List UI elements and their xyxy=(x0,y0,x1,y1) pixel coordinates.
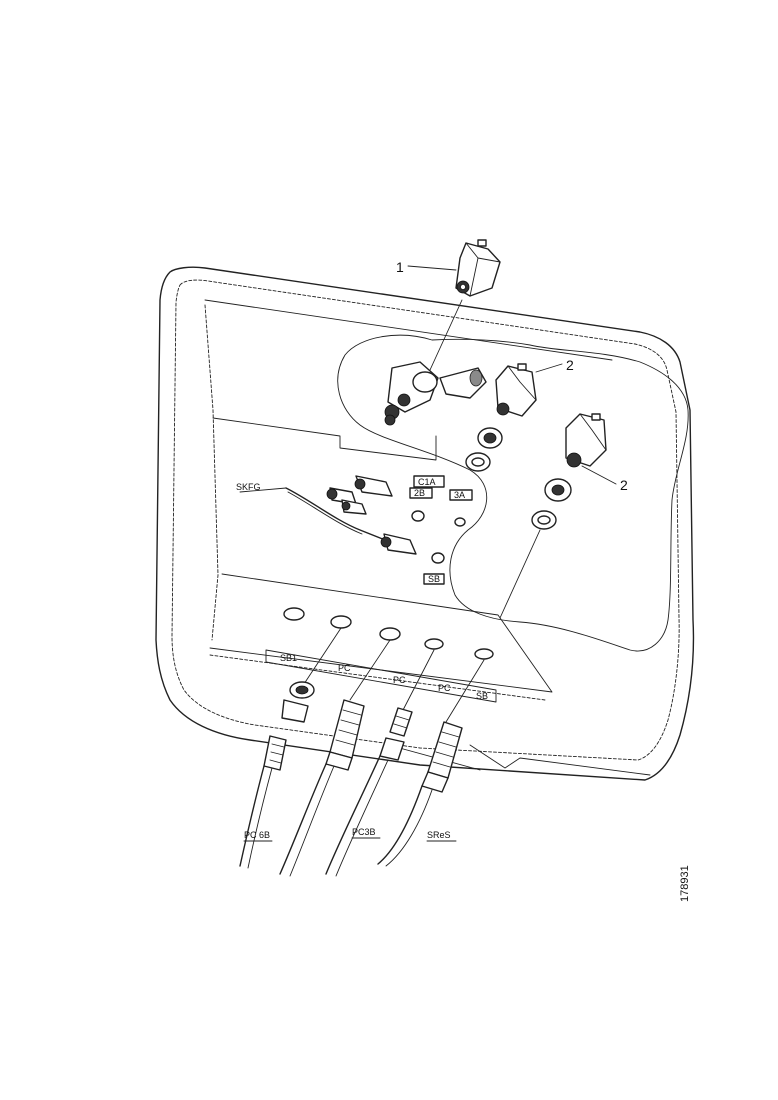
tag-panel-5: SB xyxy=(476,691,488,701)
cable-label-pc3b: PC3B xyxy=(352,827,376,837)
leader-line-2-upper xyxy=(535,363,563,373)
callout-label-1: 1 xyxy=(396,259,404,275)
tag-plate-c1a: C1A xyxy=(418,477,436,487)
front-panel: SB1 PC PC PC SB xyxy=(265,607,497,723)
tag-panel-4: PC xyxy=(438,683,451,693)
housing-outline xyxy=(155,266,695,781)
tag-plate-2b: 2B xyxy=(414,488,425,498)
cable-label-pc6b: PC 6B xyxy=(244,830,270,840)
cable-label-sres: SReS xyxy=(427,830,451,840)
tag-panel-2: PC xyxy=(338,663,351,673)
cable-connectors xyxy=(263,681,463,793)
figure-number: 178931 xyxy=(679,865,691,902)
cables xyxy=(239,755,433,877)
callout-label-2-upper: 2 xyxy=(566,357,574,373)
tag-panel-3: PC xyxy=(393,675,406,685)
relay-item-2-upper: 2 xyxy=(465,357,574,472)
relay-item-2-right: 2 xyxy=(499,413,628,619)
tag-panel-1: SB1 xyxy=(280,653,297,663)
elbow-connector-cluster xyxy=(384,361,487,426)
tag-plate-sb: SB xyxy=(428,574,440,584)
cable-label-group: PC 6B PC3B SReS xyxy=(243,827,457,842)
tag-skfg: SKFG xyxy=(236,482,261,492)
tag-plate-3a: 3A xyxy=(454,490,465,500)
leader-line-2-right xyxy=(581,465,617,485)
wiring-loom-outline xyxy=(337,334,689,652)
relay-item-1: 1 xyxy=(396,239,501,371)
callout-label-2-right: 2 xyxy=(620,477,628,493)
skfg-harness: SKFG C1A 2B 3A SB xyxy=(236,475,473,585)
leader-line-1 xyxy=(407,265,457,271)
